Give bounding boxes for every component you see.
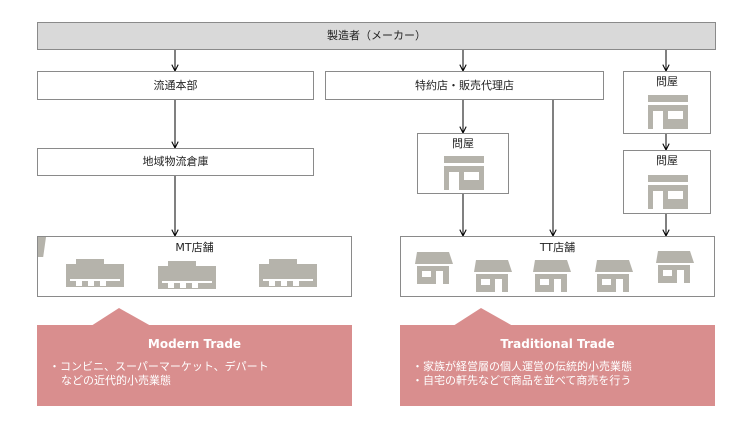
traditional-trade-line2: ・自宅の軒先などで商品を並べて商売を行う — [412, 374, 632, 387]
modern-trade-title: Modern Trade — [147, 337, 242, 351]
logistics-hq-box: 流通本部 — [37, 71, 314, 100]
modern-trade-line1: ・コンビニ、スーパーマーケット、デパート — [49, 360, 269, 373]
special-agency-box: 特約店・販売代理店 — [325, 71, 604, 100]
traditional-trade-callout: Traditional Trade ・家族が経営層の個人運営の伝統的小売業態 ・… — [400, 325, 715, 406]
modern-trade-callout: Modern Trade ・コンビニ、スーパーマーケット、デパート などの近代的… — [37, 325, 352, 406]
tt-stores-box: TT店舗 — [400, 236, 715, 297]
special-agency-label: 特約店・販売代理店 — [415, 79, 514, 92]
mt-stores-box: MT店舗 — [37, 236, 352, 297]
wholesaler-building-icon — [648, 175, 688, 209]
wholesaler-building-icon — [444, 156, 484, 190]
wholesaler-box-middle: 問屋 — [417, 133, 509, 194]
wholesaler-building-icon — [648, 95, 688, 129]
wholesaler-box-right-upper: 問屋 — [623, 71, 711, 134]
modern-store-icons — [38, 237, 317, 289]
tt-stores-label: TT店舗 — [539, 241, 576, 254]
modern-trade-line2: などの近代的小売業態 — [61, 374, 171, 387]
wholesaler-label: 問屋 — [656, 154, 678, 167]
mt-stores-label: MT店舗 — [175, 241, 214, 254]
wholesaler-box-right-lower: 問屋 — [623, 150, 711, 214]
wholesaler-label: 問屋 — [656, 75, 678, 88]
regional-warehouse-label: 地域物流倉庫 — [142, 155, 209, 168]
manufacturer-label: 製造者（メーカー） — [327, 29, 426, 42]
traditional-store-icons — [415, 251, 694, 292]
logistics-hq-label: 流通本部 — [153, 79, 198, 92]
regional-warehouse-box: 地域物流倉庫 — [37, 148, 314, 176]
manufacturer-box: 製造者（メーカー） — [37, 22, 716, 50]
traditional-trade-title: Traditional Trade — [500, 337, 615, 351]
traditional-trade-line1: ・家族が経営層の個人運営の伝統的小売業態 — [412, 360, 632, 373]
wholesaler-label: 問屋 — [452, 137, 474, 150]
